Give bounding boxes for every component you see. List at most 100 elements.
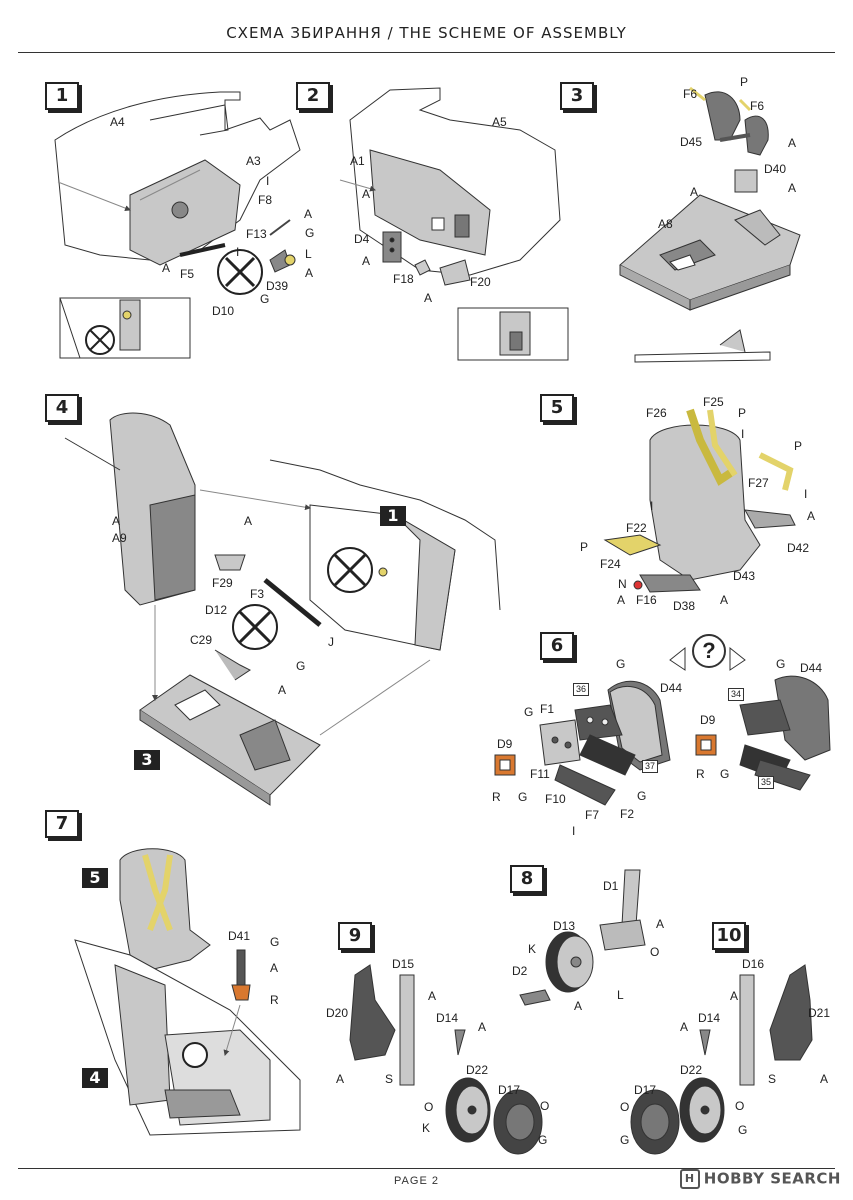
part-label: F26	[646, 406, 667, 420]
part-label: A1	[350, 154, 365, 168]
paint-code: A	[730, 989, 739, 1003]
paint-code: A	[336, 1072, 345, 1086]
step8-drawing	[519, 869, 646, 1006]
paint-code: K	[528, 942, 537, 956]
paint-code: G	[296, 659, 306, 673]
part-label: F6	[683, 87, 698, 101]
paint-code: G	[720, 767, 730, 781]
part-label: D40	[764, 162, 787, 176]
ref-badge-step1: 1	[380, 506, 406, 526]
paint-code: I	[236, 245, 240, 259]
paint-code: A	[305, 266, 314, 280]
decal-number: 36	[573, 683, 590, 696]
paint-code: P	[580, 540, 589, 554]
part-label: D10	[212, 304, 235, 318]
paint-code: N	[618, 577, 627, 591]
paint-code: R	[492, 790, 501, 804]
ref-badge-step3: 3	[134, 750, 160, 770]
paint-code: I	[572, 824, 576, 838]
paint-code: I	[266, 174, 270, 188]
paint-code: O	[424, 1100, 434, 1114]
paint-code: G	[637, 789, 647, 803]
part-label: A9	[112, 531, 127, 545]
page-header: СХЕМА ЗБИРАННЯ / THE SCHEME OF ASSEMBLY	[10, 10, 843, 53]
part-label: D13	[553, 919, 576, 933]
paint-code: G	[260, 292, 270, 306]
part-label: D17	[634, 1083, 657, 1097]
step-badge-1: 1	[45, 82, 79, 110]
paint-code: G	[538, 1133, 548, 1147]
paint-code: G	[776, 657, 786, 671]
part-label: D43	[733, 569, 756, 583]
part-label: F6	[750, 99, 765, 113]
step6-drawing	[494, 646, 831, 806]
paint-code: G	[270, 935, 280, 949]
paint-code: L	[305, 247, 312, 261]
paint-code: A	[362, 187, 371, 201]
decal-number: 35	[758, 776, 775, 789]
paint-code: A	[162, 261, 171, 275]
part-label: F16	[636, 593, 657, 607]
watermark-text: HOBBY SEARCH	[703, 1169, 841, 1188]
part-label: D9	[700, 713, 716, 727]
paint-code: L	[617, 988, 624, 1002]
part-label: F25	[703, 395, 724, 409]
part-label: D44	[800, 661, 823, 675]
paint-code: A	[788, 136, 797, 150]
step3-drawing	[619, 86, 801, 363]
decal-number: 37	[642, 760, 659, 773]
paint-code: A	[428, 989, 437, 1003]
paint-code: A	[278, 683, 287, 697]
part-label: F7	[585, 808, 600, 822]
step2-drawing	[339, 87, 569, 361]
paint-code: O	[620, 1100, 630, 1114]
paint-code: P	[740, 75, 749, 89]
part-label: D21	[808, 1006, 831, 1020]
part-label: D41	[228, 929, 251, 943]
part-label: D4	[354, 232, 370, 246]
paint-code: O	[540, 1099, 550, 1113]
part-label: D2	[512, 964, 528, 978]
paint-code: G	[620, 1133, 630, 1147]
step9-drawing	[349, 964, 543, 1155]
part-label: F2	[620, 807, 635, 821]
paint-code: O	[650, 945, 660, 959]
part-label: D42	[787, 541, 810, 555]
paint-code: G	[305, 226, 315, 240]
part-label: D44	[660, 681, 683, 695]
paint-code: P	[738, 406, 747, 420]
part-label: F27	[748, 476, 769, 490]
part-label: F11	[530, 767, 550, 781]
part-label: D16	[742, 957, 765, 971]
step-badge-2: 2	[296, 82, 330, 110]
part-label: C29	[190, 633, 213, 647]
part-label: A3	[246, 154, 261, 168]
paint-code: P	[794, 439, 803, 453]
page-title: СХЕМА ЗБИРАННЯ / THE SCHEME OF ASSEMBLY	[226, 24, 627, 42]
part-label: A8	[658, 217, 673, 231]
ref-badge-step4: 4	[82, 1068, 108, 1088]
part-label: F20	[470, 275, 491, 289]
step-badge-6: 6	[540, 632, 574, 660]
paint-code: A	[720, 593, 729, 607]
step-badge-3: 3	[560, 82, 594, 110]
part-label: D12	[205, 603, 228, 617]
paint-code: A	[112, 514, 121, 528]
step-badge-9: 9	[338, 922, 372, 950]
part-label: D1	[603, 879, 619, 893]
step-badge-7: 7	[45, 810, 79, 838]
paint-code: A	[788, 181, 797, 195]
paint-code: A	[807, 509, 816, 523]
step-badge-10: 10	[712, 922, 746, 950]
paint-code: A	[680, 1020, 689, 1034]
part-label: D22	[466, 1063, 489, 1077]
step-badge-8: 8	[510, 865, 544, 893]
part-label: A5	[492, 115, 507, 129]
part-label: D17	[498, 1083, 521, 1097]
part-label: F18	[393, 272, 414, 286]
paint-code: G	[738, 1123, 748, 1137]
part-label: F3	[250, 587, 265, 601]
